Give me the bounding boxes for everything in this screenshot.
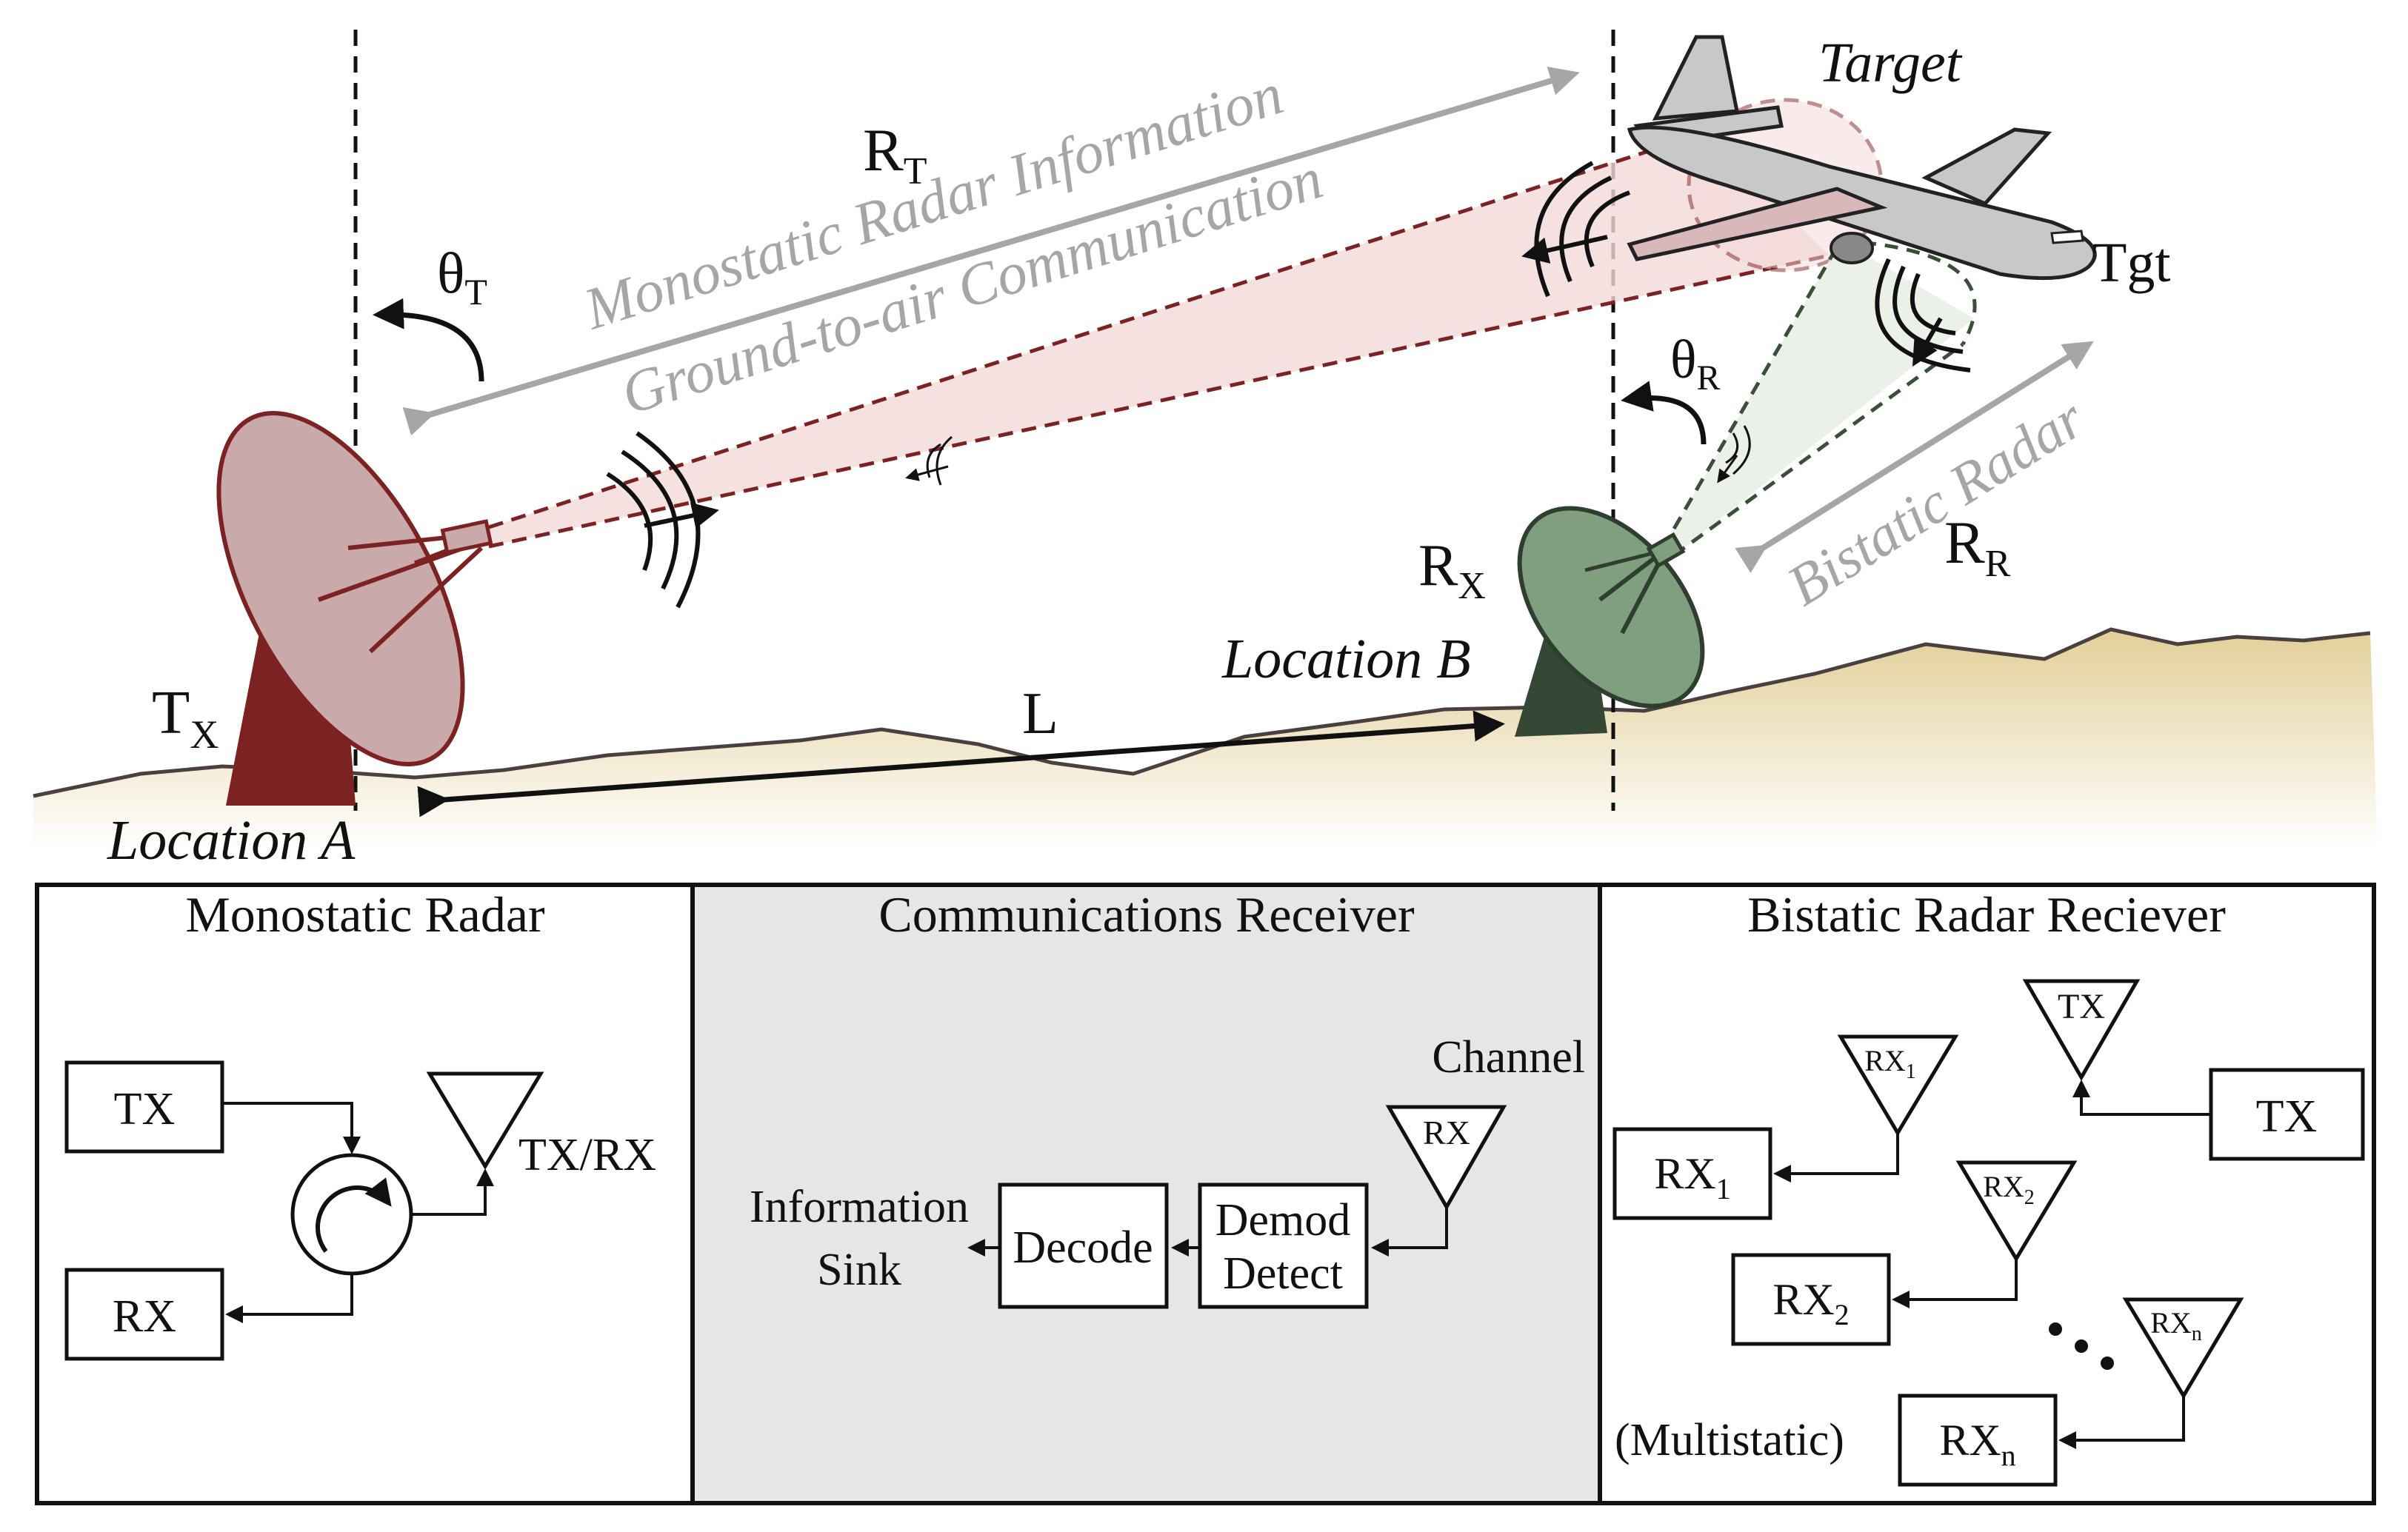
rx1-antenna-icon — [1837, 1034, 1959, 1137]
bistatic-title: Bistatic Radar Reciever — [1747, 886, 2226, 943]
circulator — [290, 1153, 413, 1276]
mono-wire-rx — [225, 1274, 353, 1323]
rx-beam-edge-left — [1661, 239, 1843, 549]
outgoing-wave-icon — [606, 431, 719, 609]
rx1-box — [1612, 1127, 1772, 1220]
small-wave-icon-left — [905, 435, 953, 486]
mono-tx-box — [64, 1060, 224, 1154]
rx2-antenna-icon — [1955, 1160, 2078, 1262]
bistatic-tx-antenna-icon — [2022, 979, 2141, 1082]
rxn-box-label: RXn — [1939, 1416, 2015, 1472]
demod-label-2: Detect — [1223, 1248, 1343, 1299]
label-rt: RT — [863, 116, 927, 193]
comms-channel-label: Channel — [1432, 1032, 1585, 1083]
airplane-target — [1627, 35, 2097, 281]
rx1-antenna-label: RX1 — [1864, 1044, 1916, 1083]
demod-box — [1198, 1183, 1369, 1309]
multistatic-label: (Multistatic) — [1615, 1415, 1844, 1465]
decode-label: Decode — [1013, 1222, 1153, 1273]
mono-wire-antenna — [411, 1168, 494, 1216]
label-baseline: L — [1022, 681, 1058, 746]
label-theta-t: θT — [437, 241, 487, 312]
mono-wire-tx — [222, 1102, 361, 1154]
baseline-arrow — [417, 710, 1505, 817]
rxn-wire — [2058, 1396, 2185, 1449]
rxn-antenna-label: RXn — [2150, 1306, 2202, 1345]
label-target: Target — [1818, 32, 1963, 94]
label-rx-site: RX — [1418, 533, 1486, 607]
rx-beam-cap — [1840, 238, 1977, 346]
demod-label-1: Demod — [1215, 1195, 1351, 1245]
bistatic-tx-antenna-label: TX — [2058, 987, 2105, 1026]
label-rr: RR — [1944, 509, 2011, 585]
scene: Target Tgt RT θT θR RR RX TX L Location … — [33, 30, 2378, 872]
panels-frame — [35, 883, 2376, 1505]
sink-label-2: Sink — [817, 1245, 901, 1295]
rx-dish-antenna — [1515, 506, 1705, 737]
bistatic-panel: Bistatic Radar Reciever TX TX RX1 RX1 RX… — [1612, 886, 2365, 1487]
label-tx-site: TX — [152, 678, 219, 757]
theta-r-arrow — [1621, 381, 1707, 445]
label-location-a: Location A — [107, 809, 356, 872]
comms-wire-rx-demod — [1371, 1207, 1448, 1257]
mono-rx-label: RX — [113, 1291, 176, 1342]
bistatic-tx-box-label: TX — [2256, 1091, 2318, 1142]
rt-range-arrow — [402, 66, 1580, 436]
rx2-antenna-label: RX2 — [1983, 1170, 2035, 1209]
monostatic-panel: Monostatic Radar TX RX TX/RX — [64, 886, 656, 1361]
rx1-box-label: RX1 — [1654, 1149, 1730, 1205]
label-theta-r: θR — [1670, 330, 1720, 398]
mono-antenna-label: TX/RX — [518, 1130, 656, 1180]
label-location-b: Location B — [1221, 628, 1471, 690]
tx-dish-antenna — [216, 411, 493, 806]
scattered-wave-icon — [1875, 258, 1971, 372]
monostatic-title: Monostatic Radar — [185, 886, 545, 943]
sink-label-1: Information — [750, 1182, 969, 1232]
rx2-wire — [1892, 1259, 2018, 1308]
rxn-box — [1898, 1394, 2058, 1487]
rx1-wire — [1773, 1133, 1899, 1183]
bistatic-wire-tx — [2072, 1080, 2211, 1116]
theta-t-arrow — [373, 298, 484, 382]
rx2-box-label: RX2 — [1772, 1275, 1849, 1331]
block-diagrams: Monostatic Radar TX RX TX/RX Communicati… — [35, 883, 2376, 1505]
mono-antenna-icon — [426, 1071, 544, 1170]
comms-title: Communications Receiver — [878, 886, 1415, 943]
bistatic-tx-box — [2209, 1068, 2365, 1161]
comms-panel: Communications Receiver Channel RX Demod… — [750, 886, 1585, 1309]
rr-range-arrow — [1735, 341, 2094, 573]
mono-rx-box — [64, 1268, 224, 1361]
circulator-arrow-icon — [316, 1177, 392, 1253]
rxn-antenna-icon — [2122, 1297, 2244, 1399]
comms-antenna-icon — [1385, 1105, 1507, 1211]
rx2-box — [1731, 1253, 1891, 1346]
decode-box — [998, 1183, 1169, 1309]
small-wave-icon-right — [1717, 425, 1751, 484]
ellipsis-dots — [2049, 1322, 2114, 1370]
tx-beam-edge-lower — [488, 253, 1830, 549]
comms-rx-label: RX — [1423, 1114, 1470, 1151]
returning-wave-icon — [1521, 161, 1631, 298]
mono-tx-label: TX — [114, 1084, 176, 1134]
label-tgt: Tgt — [2092, 232, 2171, 294]
